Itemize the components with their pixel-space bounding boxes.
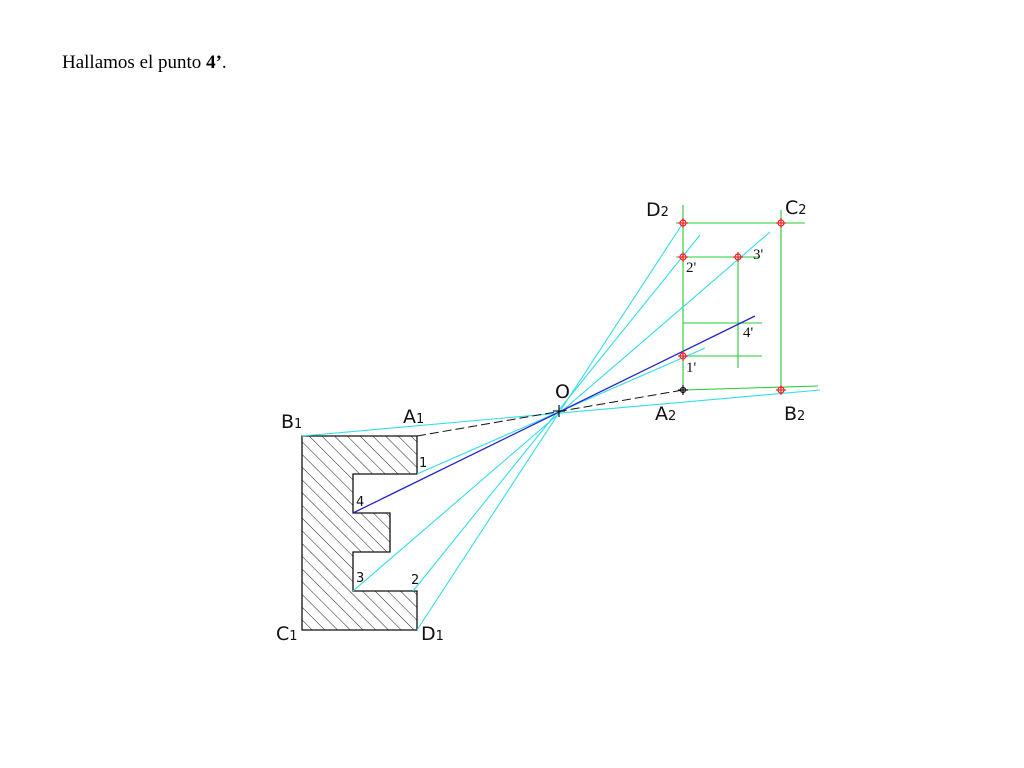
label-d1: D1: [421, 623, 444, 645]
label-c1-main: C: [276, 623, 289, 645]
label-d2-main: D: [646, 199, 661, 221]
label-b1-main: B: [281, 411, 294, 433]
label-o: O: [555, 381, 570, 403]
label-b1: B1: [281, 411, 302, 433]
label-point-4: 4: [356, 495, 364, 510]
center-o-marker: [553, 405, 565, 417]
label-point-2: 2: [411, 573, 419, 588]
label-a2: A2: [655, 403, 676, 425]
marker-d2: [678, 218, 688, 228]
label-point-2-prime: 2': [686, 260, 697, 276]
point-markers: [678, 218, 786, 395]
caption-end: .: [221, 52, 227, 73]
label-c2-sub: 2: [798, 203, 806, 218]
label-a2-sub: 2: [668, 409, 676, 424]
label-c2-main: C: [785, 197, 798, 219]
label-b2: B2: [784, 403, 805, 425]
projector-rays: [301, 222, 821, 631]
marker-c2: [776, 218, 786, 228]
dashed-ray: [416, 389, 684, 437]
label-point-3: 3: [356, 571, 364, 586]
e-figure: [301, 435, 418, 631]
ray-point-4: [352, 315, 756, 514]
label-point-4-prime: 4': [743, 325, 754, 341]
marker-1p: [678, 351, 688, 361]
label-d1-sub: 1: [436, 629, 444, 644]
label-d2: D2: [646, 199, 669, 221]
construction-lines: [676, 205, 819, 392]
label-point-1: 1: [419, 456, 427, 471]
marker-a2: [678, 385, 688, 395]
label-c1: C1: [276, 623, 298, 645]
label-b1-sub: 1: [294, 417, 302, 432]
marker-2p: [678, 252, 688, 262]
marker-b2: [776, 385, 786, 395]
label-d1-main: D: [421, 623, 436, 645]
label-b2-main: B: [784, 403, 797, 425]
label-a1-sub: 1: [416, 412, 424, 427]
label-d2-sub: 2: [661, 205, 669, 220]
marker-3p: [733, 252, 743, 262]
caption-text: Hallamos el punto: [62, 52, 207, 73]
label-point-3-prime: 3': [753, 247, 764, 263]
label-a1-main: A: [403, 406, 416, 428]
label-c2: C2: [785, 197, 807, 219]
label-c1-sub: 1: [289, 629, 297, 644]
label-point-1-prime: 1': [686, 360, 697, 376]
caption-point: 4’: [206, 52, 222, 73]
label-a2-main: A: [655, 403, 668, 425]
label-b2-sub: 2: [797, 409, 805, 424]
caption: Hallamos el punto 4’.: [62, 52, 227, 74]
label-a1: A1: [403, 406, 424, 428]
